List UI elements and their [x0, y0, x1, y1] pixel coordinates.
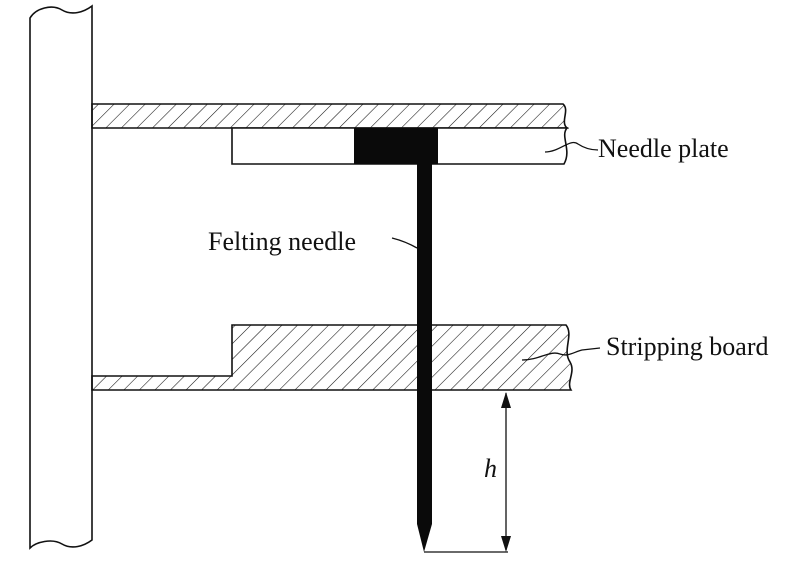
felting-needle — [417, 164, 432, 552]
needle-plate-leader — [544, 141, 599, 153]
dimension-h-arrow-bottom — [501, 536, 511, 552]
stripping-board-leader — [521, 347, 601, 361]
stripping-board-label: Stripping board — [606, 332, 769, 361]
dimension-h-arrow-top — [501, 392, 511, 408]
felting-needle-label: Felting needle — [208, 227, 357, 256]
felting-needle-leader — [391, 237, 418, 249]
needle-plate-holder — [91, 103, 570, 129]
needle-crank — [354, 128, 438, 164]
dimension-h-label: h — [484, 454, 497, 483]
frame-column — [29, 4, 93, 550]
stripping-board — [91, 324, 573, 391]
needle-plate-label: Needle plate — [598, 134, 729, 163]
